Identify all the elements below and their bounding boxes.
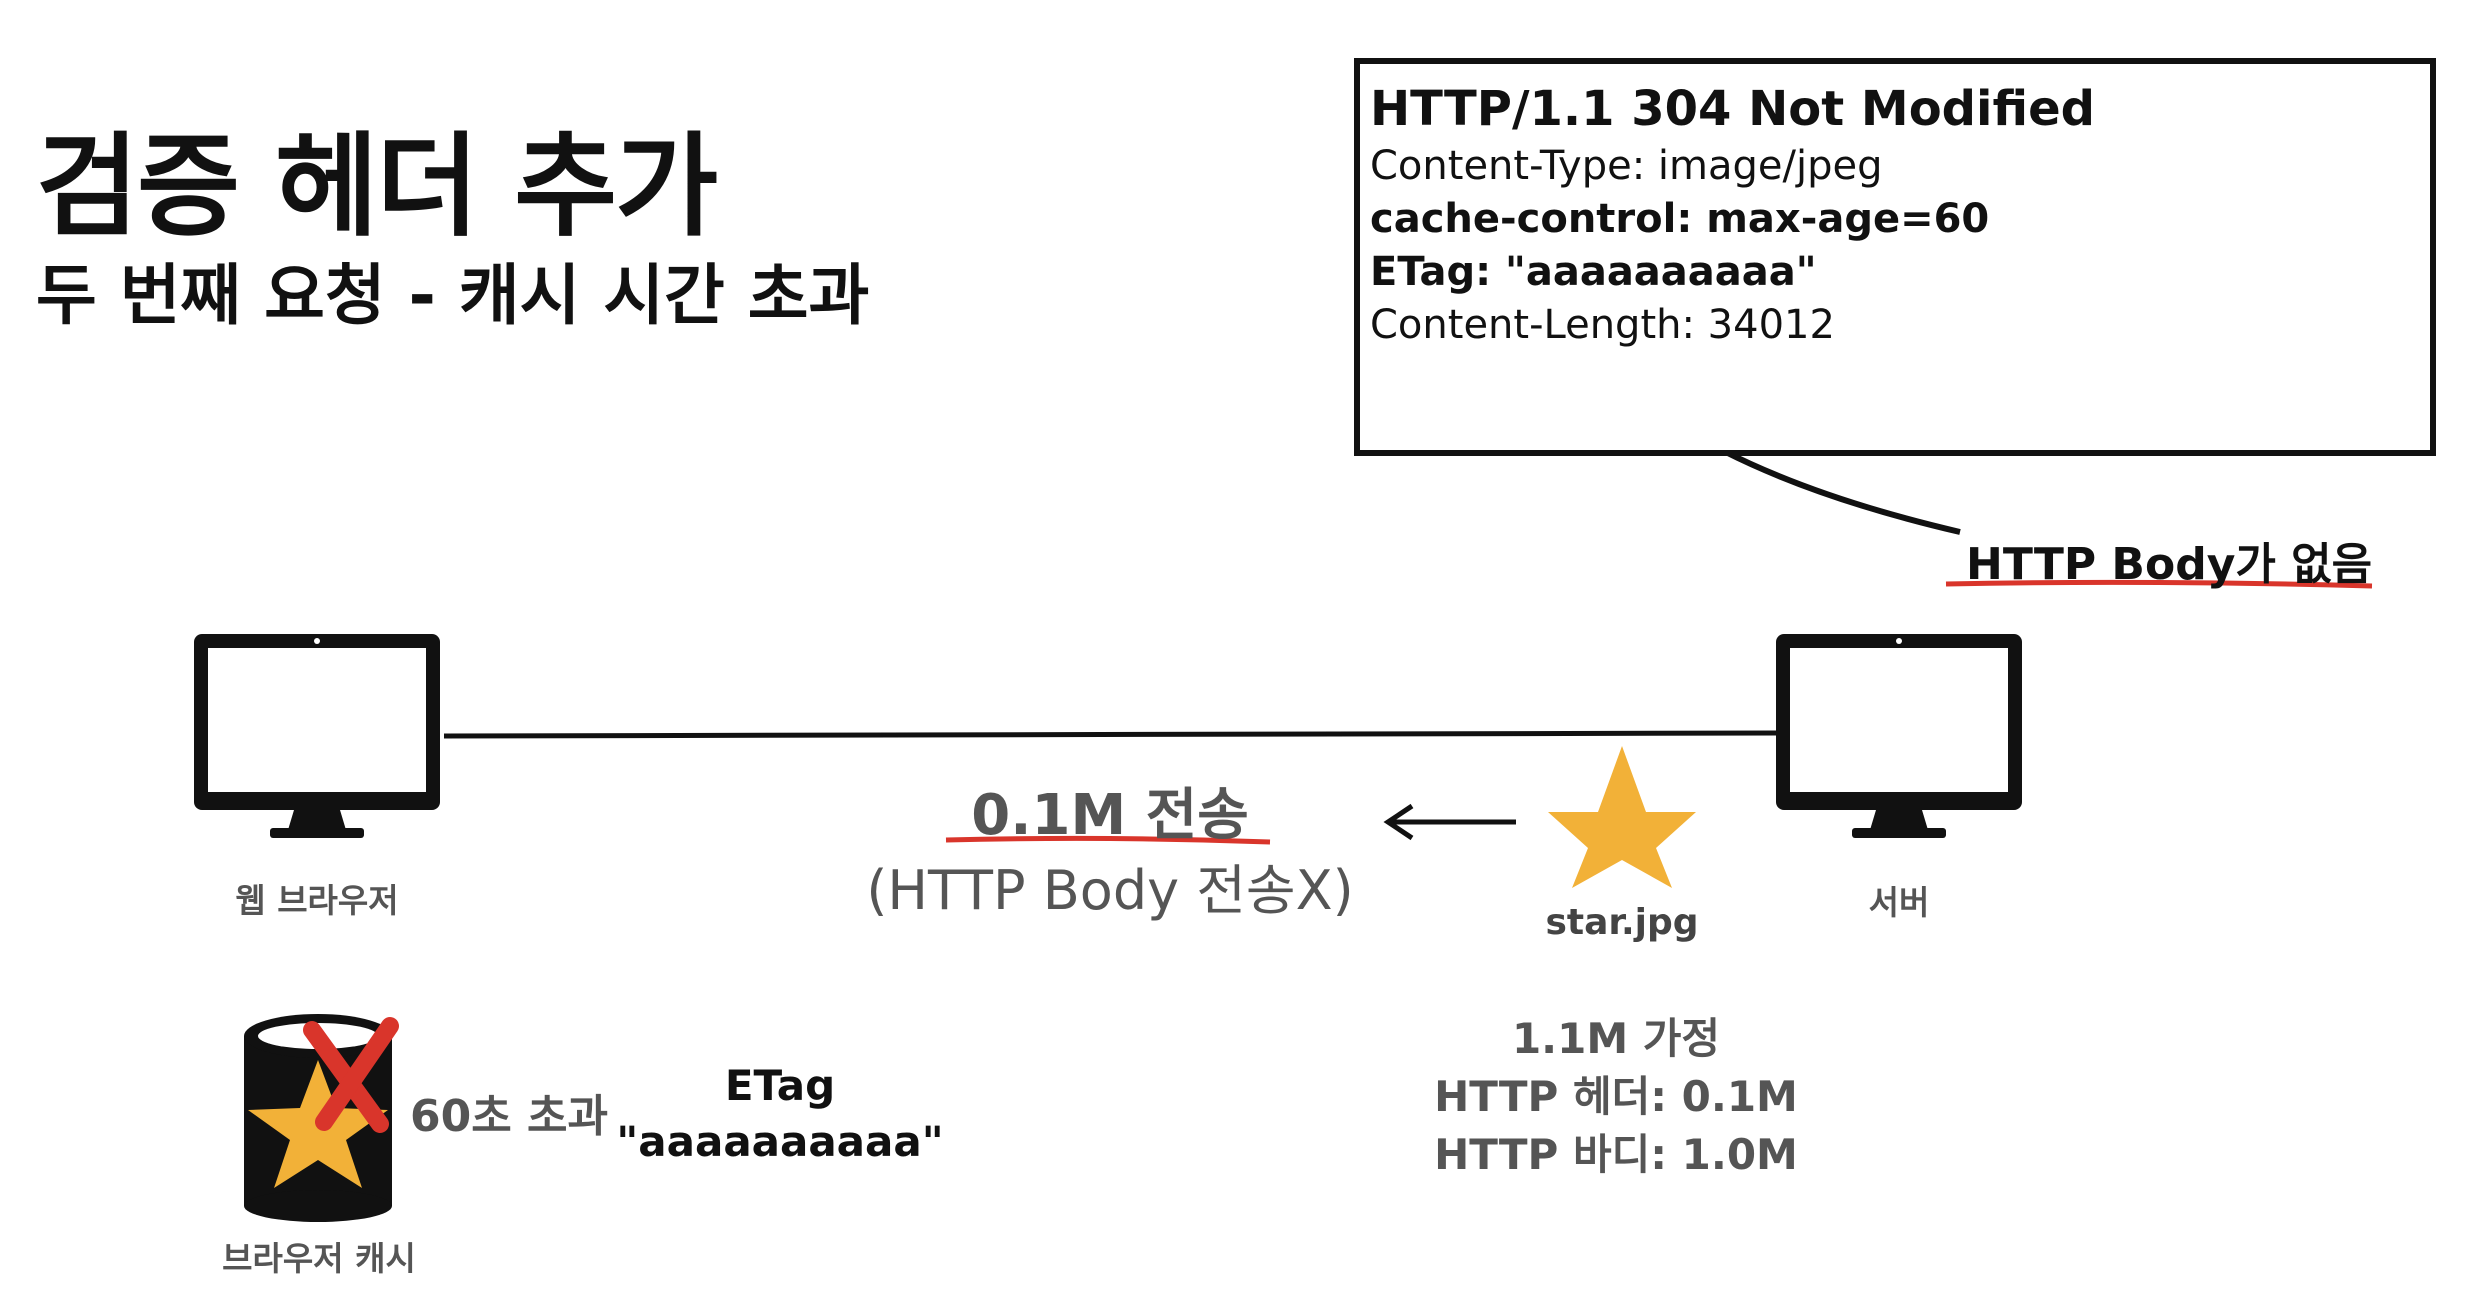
resource-label: star.jpg	[1545, 902, 1699, 943]
header-content-type: Content-Type: image/jpeg	[1370, 143, 1883, 189]
client-monitor-icon	[194, 634, 440, 838]
connection-line	[443, 730, 1781, 739]
assumption-total: 1.1M 가정	[1511, 1014, 1721, 1063]
expired-cross-icon	[303, 1017, 399, 1133]
server-monitor-icon	[1776, 634, 2022, 838]
browser-cache-label: 브라우저 캐시	[222, 1239, 416, 1278]
transfer-size: 0.1M 전송	[971, 783, 1249, 848]
header-etag: ETag: "aaaaaaaaaa"	[1370, 249, 1817, 295]
transfer-underline	[945, 835, 1271, 845]
status-line-prefix: HTTP/1.1	[1370, 81, 1615, 137]
cache-etag-value: "aaaaaaaaaa"	[616, 1117, 944, 1166]
page-subtitle: 두 번째 요청 - 캐시 시간 초과	[36, 257, 870, 334]
assumption-header: HTTP 헤더: 0.1M	[1434, 1072, 1798, 1121]
transfer-detail: (HTTP Body 전송X)	[866, 859, 1354, 922]
page-title: 검증 헤더 추가	[36, 122, 718, 252]
server-label: 서버	[1868, 883, 1930, 922]
header-content-length: Content-Length: 34012	[1370, 302, 1835, 348]
size-assumption: 1.1M 가정 HTTP 헤더: 0.1M HTTP 바디: 1.0M	[1386, 1010, 1846, 1184]
cache-etag-key: ETag	[724, 1061, 836, 1110]
client-label: 웹 브라우저	[235, 881, 399, 920]
assumption-body: HTTP 바디: 1.0M	[1434, 1130, 1798, 1179]
cache-etag: ETag "aaaaaaaaaa"	[600, 1058, 960, 1170]
cache-expired-label: 60초 초과	[410, 1091, 608, 1142]
http-response-box: HTTP/1.1 304 Not Modified Content-Type: …	[1354, 58, 2436, 456]
star-icon	[1548, 746, 1696, 888]
body-note: HTTP Body가 없음	[1966, 539, 2373, 590]
transfer-arrow-icon	[1383, 803, 1516, 841]
body-note-underline	[1945, 579, 2373, 589]
header-cache-control: cache-control: max-age=60	[1370, 196, 1990, 242]
status-code: 304 Not Modified	[1631, 81, 2095, 137]
status-line: HTTP/1.1 304 Not Modified	[1370, 78, 2430, 140]
